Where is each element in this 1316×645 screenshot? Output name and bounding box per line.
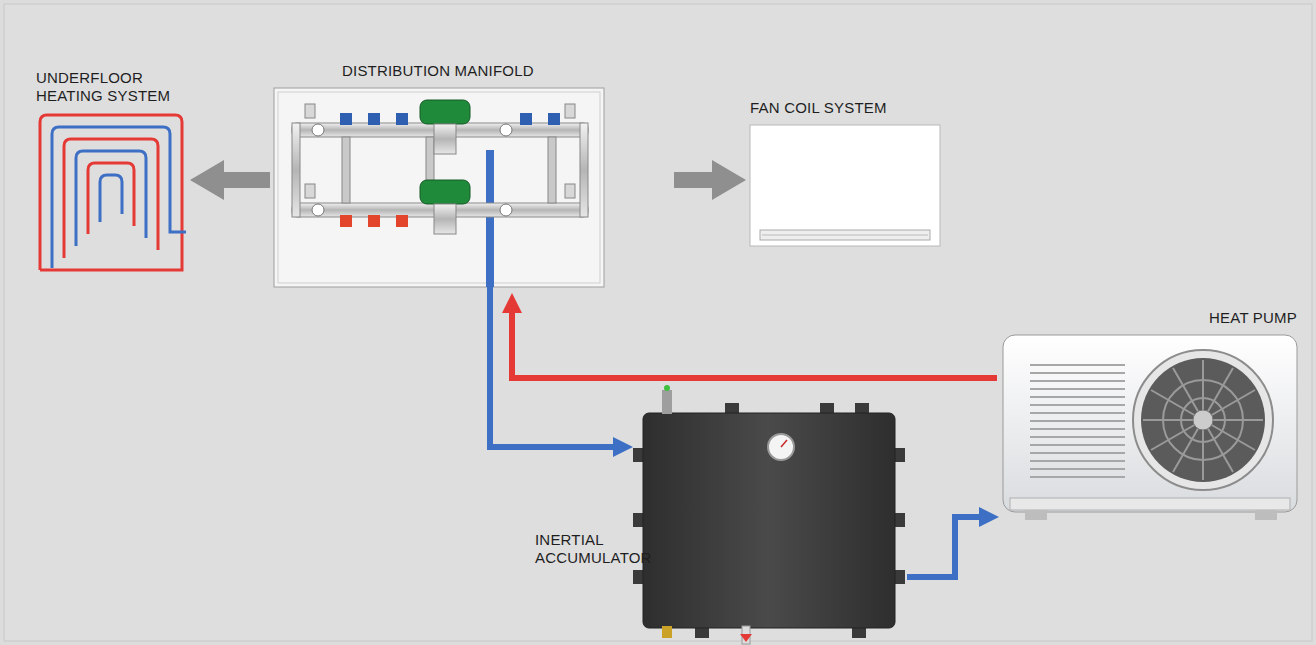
node-label: FAN COIL SYSTEM [750, 99, 940, 117]
manifold-illustration [274, 88, 604, 287]
node-label: INERTIAL ACCUMULATOR [535, 531, 639, 567]
accumulator-tank [633, 385, 905, 644]
flow-arrow [674, 172, 714, 188]
supply-pipe [512, 311, 997, 378]
distribution-manifold: DISTRIBUTION MANIFOLD [274, 88, 604, 287]
node-label: UNDERFLOOR HEATING SYSTEM [36, 69, 176, 105]
background-panel [4, 4, 1312, 641]
heat-pump: HEAT PUMP [1003, 335, 1297, 522]
return-pipe [490, 287, 615, 447]
node-label: DISTRIBUTION MANIFOLD [342, 62, 582, 80]
inertial-accumulator: INERTIAL ACCUMULATOR [643, 413, 895, 628]
node-label: HEAT PUMP [1187, 309, 1297, 327]
return-pipe [907, 517, 981, 577]
fan-coil-unit [750, 125, 940, 246]
fan-coil-system: FAN COIL SYSTEM [750, 125, 940, 246]
underfloor-heating: UNDERFLOOR HEATING SYSTEM [36, 113, 186, 273]
heat-pump-unit [1003, 335, 1297, 520]
floor-coil [40, 115, 186, 270]
flow-arrow [222, 172, 270, 188]
